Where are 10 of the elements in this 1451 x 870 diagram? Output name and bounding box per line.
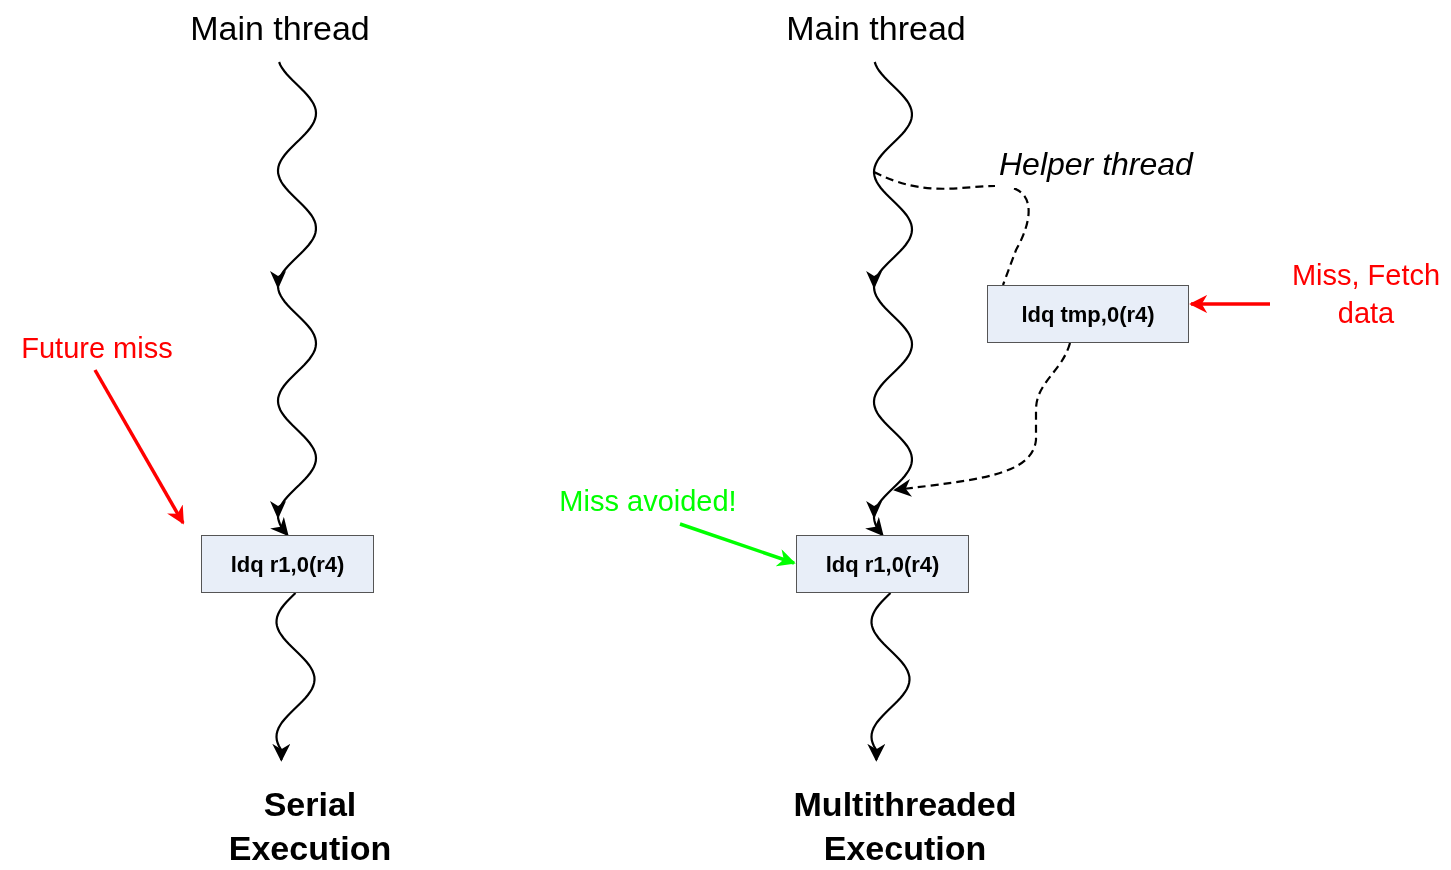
annotation-text: Miss, Fetch data	[1288, 255, 1444, 335]
instruction-box: ldq r1,0(r4)	[796, 535, 969, 593]
caption-text: Multithreaded Execution	[755, 760, 1055, 870]
annotation-text: Future miss	[8, 330, 186, 368]
instruction-box: ldq tmp,0(r4)	[987, 285, 1189, 343]
thread-label: Main thread	[766, 6, 986, 50]
instruction-box: ldq r1,0(r4)	[201, 535, 374, 593]
caption-text: Serial Execution	[190, 760, 430, 870]
annotation-text: Miss avoided!	[543, 483, 753, 521]
thread-label: Main thread	[170, 6, 390, 50]
